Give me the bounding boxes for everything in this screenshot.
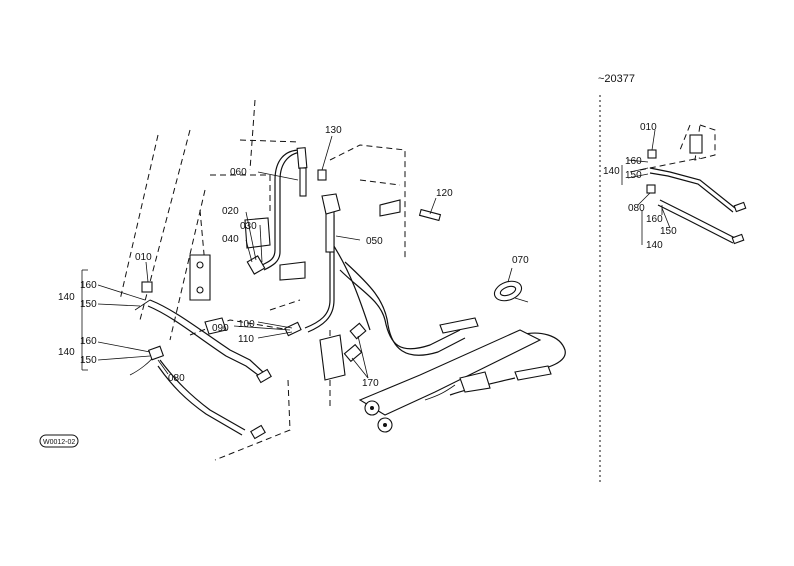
inset-label-080: 080	[628, 203, 645, 214]
label-070: 070	[512, 255, 529, 266]
inset-label-140-lower: 140	[646, 240, 663, 251]
part-labels: 130 060 120 020 030 040 050 010 070 160 …	[58, 125, 529, 389]
inset-label-140-upper: 140	[603, 166, 620, 177]
label-040: 040	[222, 234, 239, 245]
label-130: 130	[325, 125, 342, 136]
inset-label-150-lower: 150	[660, 226, 677, 237]
label-140-upper: 140	[58, 292, 75, 303]
label-010: 010	[135, 252, 152, 263]
inset-label-160-upper: 160	[625, 156, 642, 167]
drawing-code: W0012-02	[43, 439, 75, 446]
label-100: 100	[238, 319, 255, 330]
label-020: 020	[222, 206, 239, 217]
label-060: 060	[230, 167, 247, 178]
label-160-upper: 160	[80, 280, 97, 291]
inset-label-010: 010	[640, 122, 657, 133]
label-140-lower: 140	[58, 347, 75, 358]
inset-label-150-upper: 150	[625, 170, 642, 181]
label-050: 050	[366, 236, 383, 247]
label-170: 170	[362, 378, 379, 389]
fittings	[141, 147, 552, 440]
serial-range-note: ~20377	[598, 73, 635, 85]
label-090: 090	[212, 323, 229, 334]
label-120: 120	[436, 188, 453, 199]
leader-lines	[81, 135, 513, 379]
label-160-lower: 160	[80, 336, 97, 347]
label-110: 110	[238, 334, 254, 345]
inset-label-160-lower: 160	[646, 214, 663, 225]
label-080: 080	[168, 373, 185, 384]
label-030: 030	[240, 221, 257, 232]
inset-detail: ~20377 010 160 140 150 080 160 150 140	[598, 73, 747, 251]
label-150-lower: 150	[80, 355, 97, 366]
label-150-upper: 150	[80, 299, 97, 310]
drawing-code-badge: W0012-02	[39, 434, 79, 448]
